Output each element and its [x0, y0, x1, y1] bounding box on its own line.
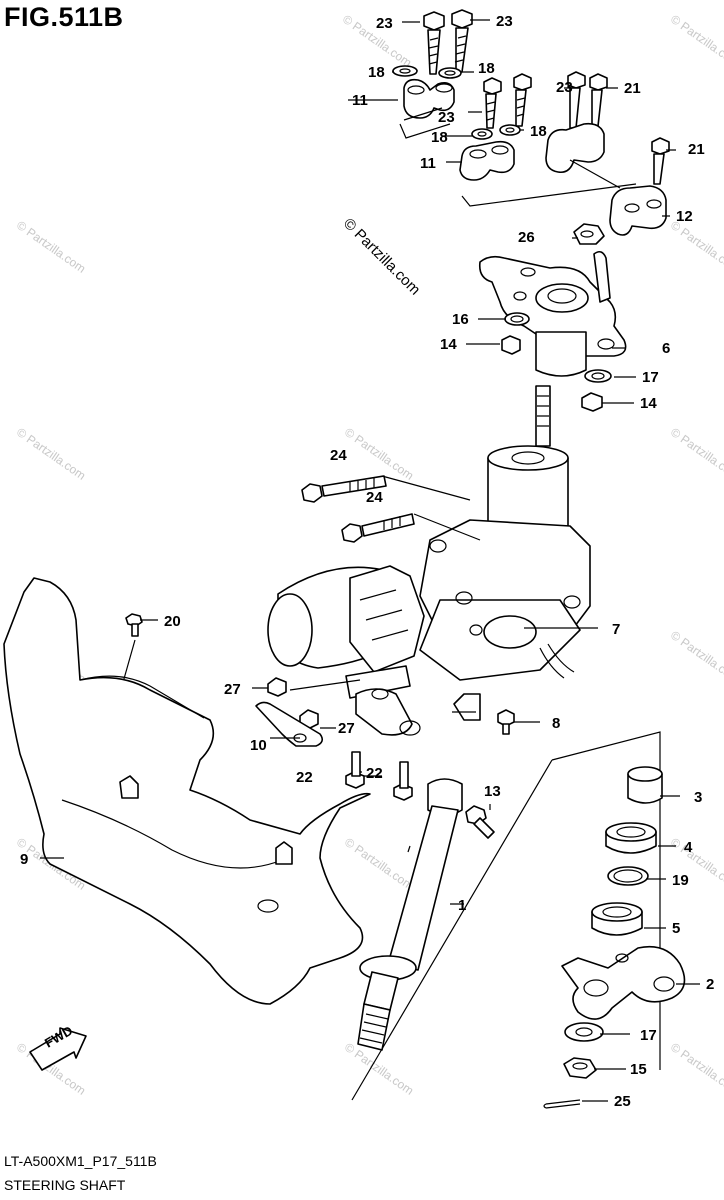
callout-23: 23: [438, 109, 455, 126]
bolt-23a: [423, 11, 445, 75]
bolt-8: [497, 709, 515, 735]
callout-17: 17: [640, 1027, 657, 1044]
callout-26: 26: [518, 229, 535, 246]
callout-numbers: 23 23 18 18 11 23 23 21 18 18 11 21 12 2…: [20, 13, 714, 1110]
steering-cover-9: [3, 577, 371, 1005]
callout-12: 12: [676, 208, 693, 225]
bolts-24: [301, 475, 481, 543]
callout-3: 3: [694, 789, 702, 806]
nut-26: [573, 223, 605, 245]
callout-6: 6: [662, 340, 670, 357]
callout-7: 7: [612, 621, 620, 638]
callout-8: 8: [552, 715, 560, 732]
callout-14: 14: [640, 395, 657, 412]
figure-title: FIG.511B: [4, 2, 124, 32]
callout-22: 22: [366, 765, 383, 782]
bolts-22: [345, 751, 413, 801]
callout-25: 25: [614, 1093, 631, 1110]
nut-14-right: [581, 392, 603, 412]
callout-5: 5: [672, 920, 680, 937]
figure-name: STEERING SHAFT: [4, 1177, 126, 1193]
callout-2: 2: [706, 976, 714, 993]
motor: [267, 565, 425, 736]
callout-23: 23: [376, 15, 393, 32]
callout-9: 9: [20, 851, 28, 868]
washer-18-top: [392, 65, 462, 79]
bolt-23b: [451, 9, 473, 73]
nut-14-left: [501, 335, 521, 355]
callout-24: 24: [330, 447, 347, 464]
bolts-23-center: [483, 73, 532, 129]
oring-19: [607, 866, 649, 886]
callout-1: 1: [458, 897, 466, 914]
steering-shaft-1: [357, 778, 463, 1051]
bushing-3: [627, 766, 663, 804]
eps-unit-7: [419, 385, 591, 721]
washer-16-left: [504, 312, 530, 326]
callout-16: 17: [642, 369, 659, 386]
callout-13: 13: [484, 783, 501, 800]
callout-20: 20: [164, 613, 181, 630]
washers-18-center: [471, 124, 521, 140]
callout-19: 19: [672, 872, 689, 889]
callout-10: 10: [250, 737, 267, 754]
callout-18: 18: [431, 129, 448, 146]
callout-16: 16: [452, 311, 469, 328]
callout-4: 4: [684, 839, 693, 856]
holder-11-right: [545, 122, 621, 189]
callout-21: 21: [624, 80, 641, 97]
cotter-pin-25: [543, 1099, 581, 1109]
bolt-20: [117, 613, 143, 701]
figure-code: LT-A500XM1_P17_511B: [4, 1153, 157, 1169]
seal-4: [605, 822, 657, 854]
callout-23: 23: [556, 79, 573, 96]
callout-21: 21: [688, 141, 705, 158]
callout-15: 15: [630, 1061, 647, 1078]
washer-16-right: [584, 369, 612, 383]
callout-11: 11: [352, 92, 368, 109]
callout-18: 18: [530, 123, 547, 140]
callout-11: 11: [420, 155, 436, 172]
callout-14: 14: [440, 336, 457, 353]
holder-11-lower: [459, 140, 515, 181]
bolts-23-21-right: [567, 71, 670, 185]
callout-18: 18: [368, 64, 385, 81]
bearing-5: [591, 902, 643, 936]
callout-27: 27: [338, 720, 355, 737]
nuts-27-bracket-10: [255, 677, 361, 747]
group-bracket-lines: [399, 107, 637, 207]
knuckle-arm-2: [561, 945, 686, 1020]
fwd-arrow: FWD: [29, 1023, 87, 1071]
nut-15: [563, 1057, 597, 1079]
callout-23: 23: [496, 13, 513, 30]
bolt-13: [465, 805, 495, 839]
holder-12: [609, 185, 667, 236]
callout-24: 24: [366, 489, 383, 506]
callout-18: 18: [478, 60, 495, 77]
leader-lines: [40, 19, 700, 1102]
callout-22: 22: [296, 769, 313, 786]
washer-17: [564, 1022, 604, 1042]
bracket-6: [478, 250, 627, 377]
callout-27: 27: [224, 681, 241, 698]
